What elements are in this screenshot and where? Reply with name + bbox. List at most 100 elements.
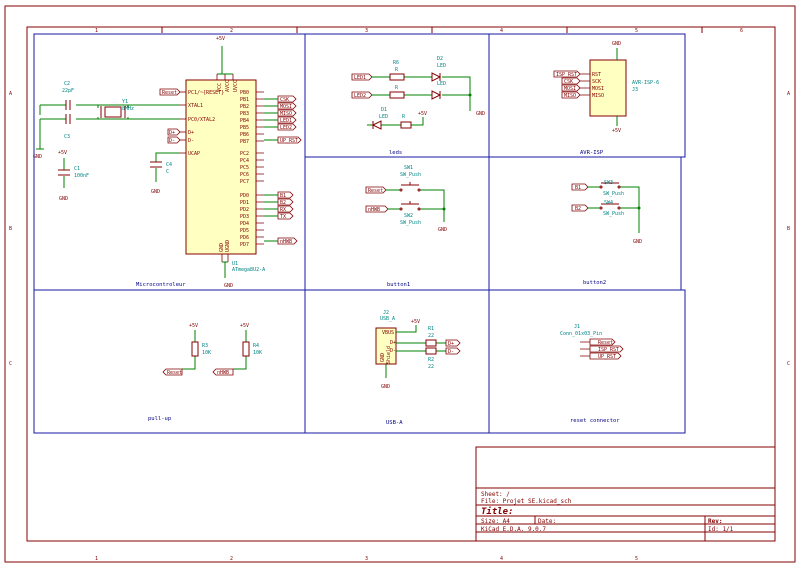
svg-text:C1: C1 xyxy=(74,166,80,172)
svg-text:J1: J1 xyxy=(574,324,580,330)
svg-text:Y1: Y1 xyxy=(122,99,128,105)
svg-text:PB3: PB3 xyxy=(240,111,249,117)
svg-text:R: R xyxy=(395,85,399,91)
svg-text:PD6: PD6 xyxy=(240,235,249,241)
sheet-outer-border xyxy=(4,5,796,563)
block-pull-up xyxy=(33,289,306,434)
svg-text:PD2: PD2 xyxy=(240,207,249,213)
svg-text:PD5: PD5 xyxy=(240,228,249,234)
svg-text:PD4: PD4 xyxy=(240,221,249,227)
avr-isp-connector: GND +5V RST SCK MOSI MISO ISP_RST CSK MO… xyxy=(553,41,659,134)
svg-text:MOSI: MOSI xyxy=(564,86,576,92)
svg-text:R1: R1 xyxy=(428,326,434,332)
svg-text:+5V: +5V xyxy=(612,128,621,134)
svg-text:PD7: PD7 xyxy=(240,242,249,248)
file-name: File: Projet SE.kicad_sch xyxy=(481,498,572,505)
svg-text:B2: B2 xyxy=(280,200,286,206)
svg-text:GND: GND xyxy=(476,111,485,117)
svg-text:LED1: LED1 xyxy=(354,75,366,81)
reset-connector-circuit: J1 Conn_01x03_Pin Reset ISP_RST UP_RST xyxy=(560,324,624,360)
svg-text:C2: C2 xyxy=(64,81,70,87)
pin-name: D+ xyxy=(188,130,194,136)
svg-text:GND: GND xyxy=(151,189,160,195)
mcu-right-pins: PB0 PB1 PB2 PB3 PB4 PB5 PB6 PB7 PC2 PC4 … xyxy=(240,90,249,248)
svg-text:TX: TX xyxy=(280,214,286,220)
col-label: 5 xyxy=(635,556,638,562)
svg-text:nHWB: nHWB xyxy=(217,370,229,376)
svg-text:LED: LED xyxy=(379,114,388,120)
block-title: reset connector xyxy=(570,418,620,424)
svg-text:22pF: 22pF xyxy=(62,88,74,94)
svg-text:SW2: SW2 xyxy=(404,213,413,219)
net-label-reset xyxy=(159,88,181,96)
svg-text:GND: GND xyxy=(59,196,68,202)
svg-text:LED2: LED2 xyxy=(280,125,292,131)
block-title: pull-up xyxy=(148,416,171,422)
row-label: B xyxy=(787,226,790,232)
net-label-text: D+ xyxy=(169,130,175,136)
row-label: A xyxy=(9,91,12,97)
svg-text:LED: LED xyxy=(437,63,446,69)
svg-text:PB0: PB0 xyxy=(240,90,249,96)
svg-text:MOSI: MOSI xyxy=(592,86,604,92)
svg-text:R2: R2 xyxy=(428,357,434,363)
title-block: Sheet: / File: Projet SE.kicad_sch Title… xyxy=(475,446,776,542)
pin-name: UCAP xyxy=(188,151,200,157)
pin-name: PC0/XTAL2 xyxy=(188,117,215,123)
svg-text:R6: R6 xyxy=(393,60,399,66)
svg-text:GND: GND xyxy=(612,41,621,47)
title-field: Title: xyxy=(481,506,514,517)
block-title: button2 xyxy=(583,280,606,286)
svg-text:PD1: PD1 xyxy=(240,200,249,206)
svg-text:PB7: PB7 xyxy=(240,139,249,145)
svg-text:RX: RX xyxy=(280,207,286,213)
svg-text:Reset: Reset xyxy=(598,340,613,346)
pin-name: GND xyxy=(219,243,225,252)
svg-text:CSK: CSK xyxy=(280,97,289,103)
svg-text:C3: C3 xyxy=(64,134,70,140)
svg-text:GND: GND xyxy=(33,154,42,160)
col-label: 3 xyxy=(365,556,368,562)
svg-text:+5V: +5V xyxy=(418,111,427,117)
column-labels: 1 2 3 4 5 6 1 2 3 4 5 xyxy=(95,27,743,562)
pin-name: UVCC xyxy=(233,80,239,92)
id-field: Id: 1/1 xyxy=(708,526,734,533)
block-button2 xyxy=(488,156,682,291)
svg-text:+5V: +5V xyxy=(240,323,249,329)
svg-text:SW4: SW4 xyxy=(604,200,613,206)
svg-text:PC7: PC7 xyxy=(240,179,249,185)
col-label: 3 xyxy=(365,28,368,34)
svg-text:Conn_01x03_Pin: Conn_01x03_Pin xyxy=(560,331,602,337)
svg-text:PB5: PB5 xyxy=(240,125,249,131)
col-label: 1 xyxy=(95,28,98,34)
net-label-text: D- xyxy=(169,138,175,144)
svg-text:PB6: PB6 xyxy=(240,132,249,138)
svg-text:PD0: PD0 xyxy=(240,193,249,199)
sheet-inner-border xyxy=(26,26,776,542)
svg-text:PC2: PC2 xyxy=(240,151,249,157)
svg-text:nHWB: nHWB xyxy=(368,207,380,213)
mcu-net-labels: CSK MOSI MISO LED1 LED2 UP_RST B1 B2 RX … xyxy=(277,95,302,245)
date-field: Date: xyxy=(538,518,556,525)
svg-text:22: 22 xyxy=(428,364,434,370)
svg-text:D-: D- xyxy=(448,349,454,355)
block-reset-connector xyxy=(488,289,686,434)
pin-name: D- xyxy=(188,138,194,144)
svg-text:ISP_RST: ISP_RST xyxy=(556,72,577,78)
tool-field: KiCad E.D.A. 9.0.7 xyxy=(481,526,546,533)
svg-text:+5V: +5V xyxy=(189,323,198,329)
svg-text:Shield: Shield xyxy=(386,346,392,364)
svg-text:SCK: SCK xyxy=(592,79,601,85)
block-title: leds xyxy=(389,150,402,156)
block-title: USB-A xyxy=(386,420,403,426)
block-avr-isp xyxy=(488,33,686,158)
row-label: C xyxy=(787,361,790,367)
col-label: 4 xyxy=(500,28,503,34)
block-button1 xyxy=(304,156,490,291)
gnd-label: GND xyxy=(224,283,233,289)
svg-text:CSK: CSK xyxy=(564,79,573,85)
col-label: 4 xyxy=(500,556,503,562)
svg-text:AVR-ISP-6: AVR-ISP-6 xyxy=(632,80,659,86)
svg-text:MISO: MISO xyxy=(280,111,292,117)
